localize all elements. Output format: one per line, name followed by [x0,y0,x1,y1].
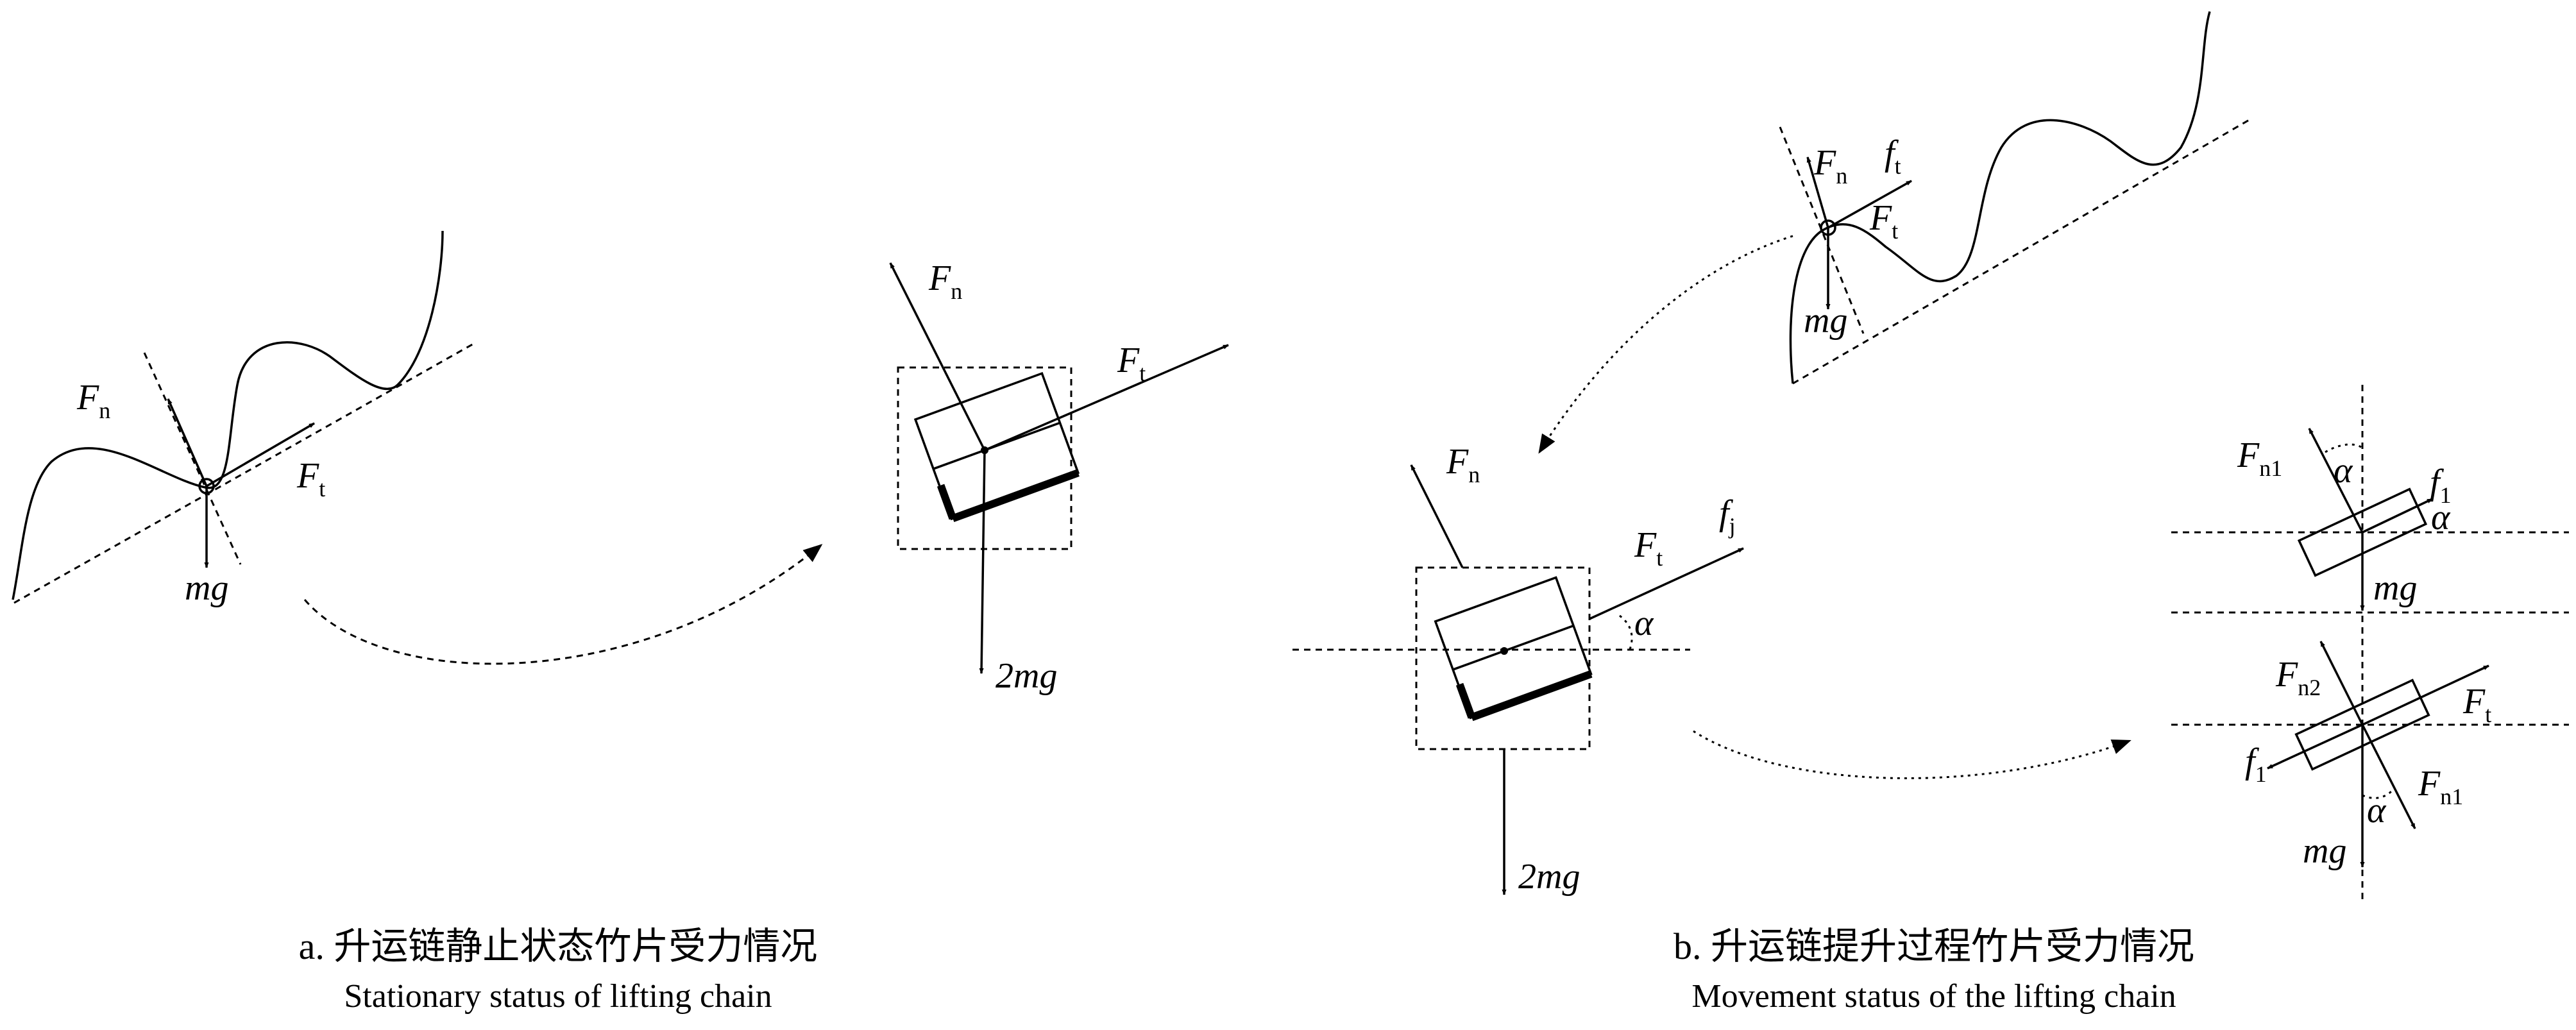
dashed-frame [1415,566,1591,750]
label-alpha-side: α [2431,498,2451,537]
label-2mg: 2mg [1518,857,1580,897]
label-f1-lower: f1 [2245,741,2267,787]
label-Ft: Ft [1634,525,1663,571]
chain-profile-curve [1789,11,2211,384]
arrow-Fn [889,262,986,451]
plate-bottom-thick [1470,670,1593,722]
label-Ft-lower: Ft [2462,682,2491,727]
panel-b-transition-arrow-2 [1693,730,2131,779]
plate-side-thick [936,484,957,520]
arrow-Ft-fj [1589,547,1744,620]
panel-b-plates-diagram: Fn1 α f1 α mg Fn2 Ft f1 Fn1 α mg [2171,385,2569,904]
arrow-Fn1-upper [2308,428,2364,533]
label-Fn: Fn [1446,442,1480,487]
plate-bottom-thick-1 [951,469,1080,523]
label-Fn1-upper: Fn1 [2237,435,2282,481]
label-mg: mg [1804,301,1847,341]
label-Ft: Ft [296,456,325,502]
box-center-point [1500,647,1508,655]
arrow-2mg [979,450,986,674]
plate-side-thick [1455,682,1476,719]
panel-b-chain-diagram: Fn ft Ft mg [1779,11,2252,385]
arrow-Fn2-lower [2319,641,2364,725]
plate-divider [1452,625,1574,671]
label-ft: ft [1885,133,1901,179]
label-Fn: Fn [1813,143,1847,189]
arrow-ft [1827,180,1912,229]
arrow-Ft-lower [2362,664,2489,726]
caption-b-en: Movement status of the lifting chain [1691,978,2176,1015]
normal-dashed-line [143,352,242,565]
panel-a-chain-diagram: Fn Ft mg [12,230,475,608]
arrow-Fn1-lower [2361,724,2416,829]
label-Fn: Fn [76,378,110,423]
caption-a-en: Stationary status of lifting chain [344,978,772,1015]
label-Fn2-lower: Fn2 [2275,655,2321,700]
label-mg: mg [185,568,228,608]
label-alpha-lower: α [2367,791,2387,831]
arrow-f1-lower [2267,723,2363,770]
slope-dashed-line [1792,117,2252,385]
alpha-arc-bottom [2362,789,2394,799]
label-Ft: Ft [1869,198,1898,244]
caption-b-zh: b. 升运链提升过程竹片受力情况 [1674,925,2194,967]
panel-b-box-diagram: Fn Ft fj α 2mg [1292,442,1744,897]
chain-profile-curve [12,230,444,600]
label-alpha: α [1634,604,1654,643]
arrow-Fn [1806,156,1829,228]
label-alpha-top: α [2334,451,2353,491]
slope-dashed-line [13,342,475,604]
dashed-frame [897,366,1072,550]
normal-dashed-line [1779,126,1865,334]
arrow-Fn [1410,464,1464,568]
alpha-arc [1619,614,1633,652]
label-fj: fj [1719,493,1736,539]
label-2mg: 2mg [996,656,1057,696]
caption-a-zh: a. 升运链静止状态竹片受力情况 [299,925,818,967]
panel-b-transition-arrow-1 [1538,235,1793,454]
arrow-Fn [167,398,208,487]
panel-a-box-diagram: Fn Ft 2mg [889,258,1229,696]
label-Ft: Ft [1117,341,1146,386]
label-mg-upper: mg [2373,568,2417,608]
arrow-Ft [206,422,315,487]
label-Fn1-lower: Fn1 [2418,764,2463,809]
arrow-Ft [984,344,1229,452]
arrow-f1-upper [2362,498,2433,534]
label-Fn: Fn [928,258,962,304]
panel-a-transition-arrow [303,544,823,665]
label-mg-lower: mg [2303,831,2346,871]
